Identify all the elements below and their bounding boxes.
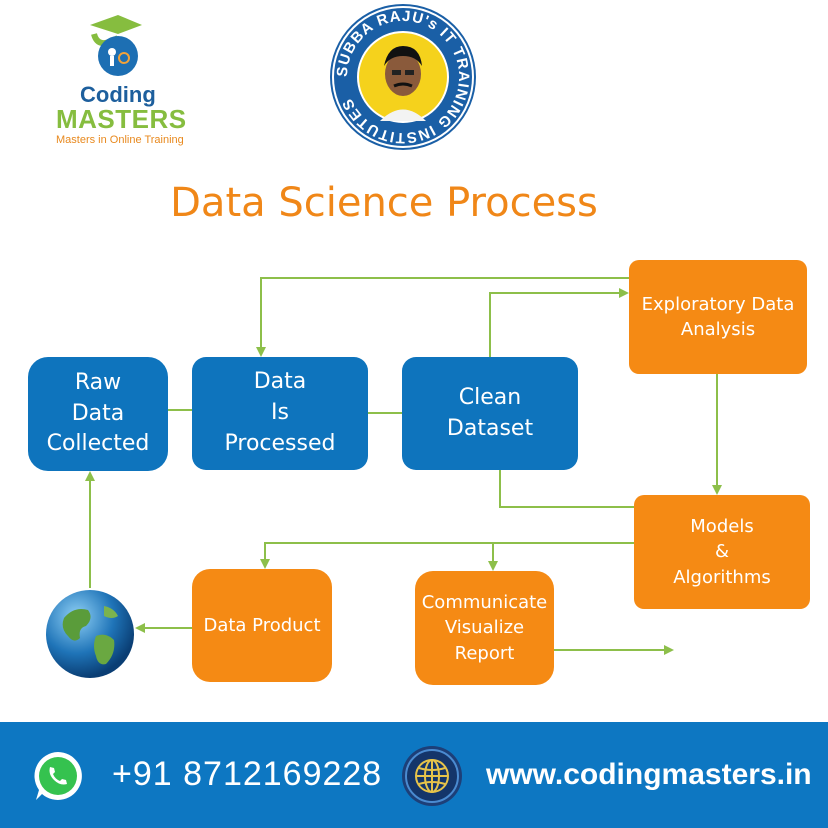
node-models-label: Models & Algorithms [673, 516, 771, 588]
node-clean-dataset: Clean Dataset [402, 357, 578, 470]
node-eda: Exploratory Data Analysis [629, 260, 807, 374]
node-clean-dataset-label: Clean Dataset [446, 384, 534, 441]
node-data-processed: Data Is Processed [192, 357, 368, 470]
page-title: Data Science Process [170, 180, 598, 226]
node-data-product-label: Data Product [203, 614, 321, 636]
logo-tagline: Masters in Online Training [56, 134, 184, 146]
phone-number[interactable]: +91 8712169228 [112, 755, 383, 793]
node-raw-data-label: Raw Data Collected [46, 369, 150, 457]
web-globe-icon [401, 745, 463, 807]
website-link[interactable]: www.codingmasters.in [486, 758, 812, 791]
node-data-processed-label: Data Is Processed [224, 369, 336, 456]
node-data-product: Data Product [192, 569, 332, 682]
node-communicate-label: Communicate Visualize Report [421, 592, 548, 664]
institute-seal: SUBBA RAJU's IT TRAINING INSTITUTES [328, 2, 478, 152]
node-models: Models & Algorithms [634, 495, 810, 609]
logo-coding-text: Coding [80, 82, 156, 107]
connector-clean-models [499, 470, 634, 508]
node-communicate: Communicate Visualize Report [415, 571, 554, 685]
seal-graphic: SUBBA RAJU's IT TRAINING INSTITUTES [330, 4, 476, 150]
logo-mark-icon [90, 15, 142, 76]
node-raw-data: Raw Data Collected [28, 357, 168, 471]
coding-masters-logo: Coding MASTERS Masters in Online Trainin… [50, 10, 190, 150]
logo-masters-text: MASTERS [56, 104, 187, 134]
globe-icon [44, 588, 136, 680]
whatsapp-icon[interactable] [30, 748, 86, 804]
connector-clean-eda [489, 288, 629, 357]
node-eda-label: Exploratory Data Analysis [641, 293, 795, 340]
connector-models-product [260, 542, 634, 569]
connector-eda-processed [256, 277, 629, 357]
